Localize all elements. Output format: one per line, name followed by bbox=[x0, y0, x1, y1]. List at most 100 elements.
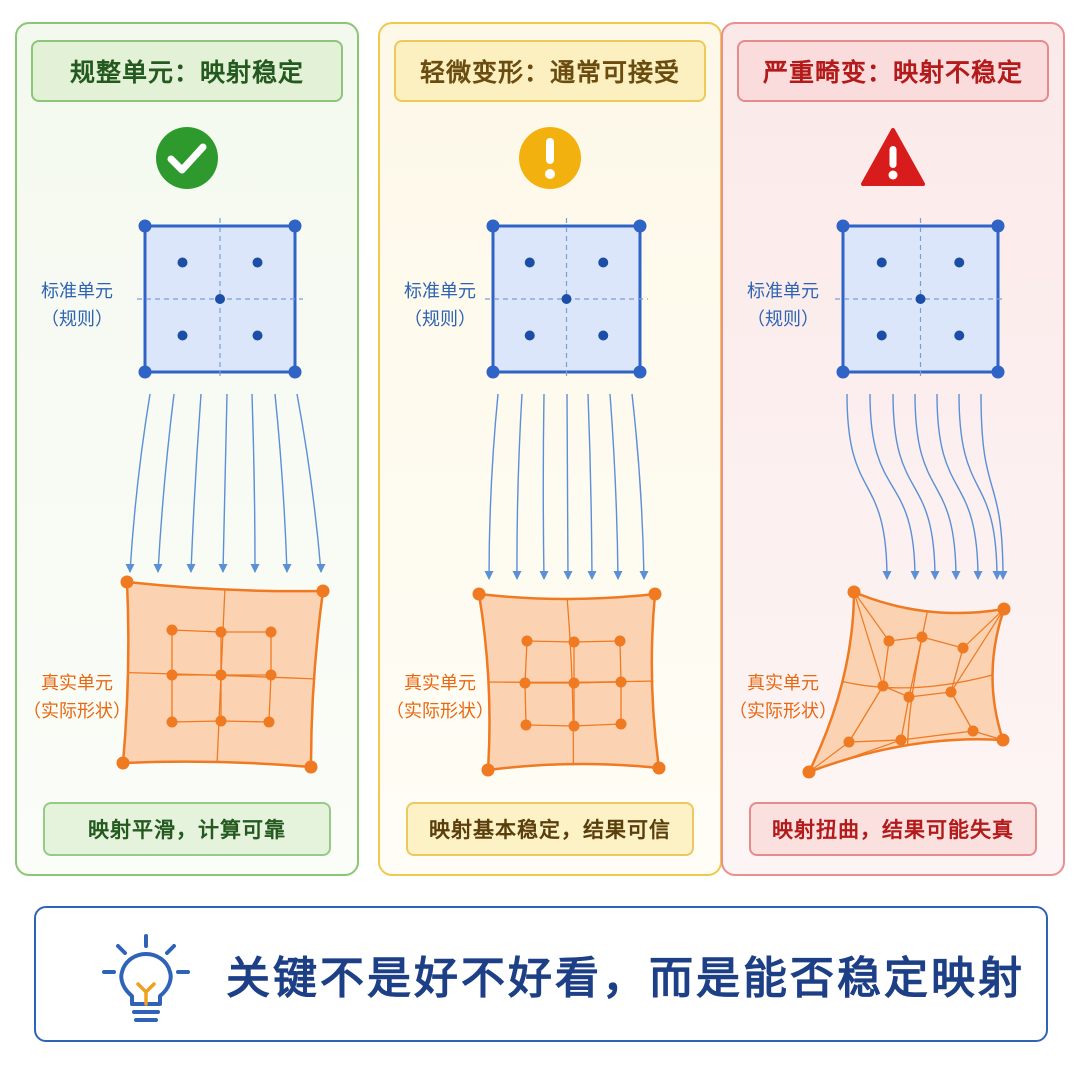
real-corner-node bbox=[120, 575, 134, 589]
mapping-arrow bbox=[587, 393, 593, 580]
real-grid-line bbox=[808, 739, 902, 773]
real-integration-point bbox=[166, 716, 178, 728]
corner-node bbox=[991, 219, 1005, 233]
arrow-head bbox=[639, 571, 649, 580]
arrow-head bbox=[282, 564, 292, 573]
real-integration-point bbox=[967, 725, 979, 737]
integration-point bbox=[876, 330, 887, 341]
integration-point bbox=[876, 257, 887, 268]
mapping-arrow bbox=[488, 393, 499, 580]
mapping-diagram bbox=[802, 218, 1011, 779]
panel-title: 严重畸变：映射不稳定 bbox=[737, 40, 1049, 102]
arrow-head bbox=[998, 571, 1008, 580]
arrow-head bbox=[930, 571, 940, 580]
mapping-arrow bbox=[846, 393, 888, 580]
mapping-arrow bbox=[869, 393, 916, 580]
corner-node bbox=[633, 365, 647, 379]
corner-node bbox=[288, 219, 302, 233]
real-grid-line bbox=[962, 608, 1005, 649]
real-corner-node bbox=[996, 733, 1010, 747]
corner-node bbox=[138, 219, 152, 233]
mapping-diagram bbox=[116, 218, 330, 774]
real-integration-point bbox=[945, 686, 957, 698]
corner-node bbox=[138, 365, 152, 379]
corner-node bbox=[486, 365, 500, 379]
mapping-arrow bbox=[274, 393, 288, 573]
mapping-arrow bbox=[609, 393, 619, 580]
integration-point bbox=[252, 257, 263, 268]
integration-point bbox=[215, 294, 225, 304]
mapping-arrow bbox=[296, 393, 322, 573]
real-integration-point bbox=[215, 626, 227, 638]
arrow-head bbox=[316, 564, 326, 573]
real-integration-point bbox=[615, 676, 627, 688]
corner-node bbox=[288, 365, 302, 379]
real-integration-point bbox=[215, 669, 227, 681]
real-integration-point bbox=[265, 626, 277, 638]
integration-point bbox=[177, 257, 188, 268]
real-integration-point bbox=[895, 734, 907, 746]
real-grid-line bbox=[853, 591, 884, 687]
corner-node bbox=[633, 219, 647, 233]
mapping-arrow bbox=[222, 393, 228, 573]
mapping-arrow bbox=[251, 393, 256, 573]
real-integration-point bbox=[166, 624, 178, 636]
real-integration-point bbox=[519, 677, 531, 689]
real-element-label: 真实单元（实际形状） bbox=[729, 673, 837, 722]
real-corner-node bbox=[472, 587, 486, 601]
panel-title: 规整单元：映射稳定 bbox=[31, 40, 343, 102]
corner-node bbox=[991, 365, 1005, 379]
real-integration-point bbox=[215, 715, 227, 727]
mapping-arrow bbox=[542, 393, 545, 580]
arrow-head bbox=[951, 571, 961, 580]
mapping-arrow bbox=[631, 393, 645, 580]
real-integration-point bbox=[568, 720, 580, 732]
arrow-head bbox=[910, 571, 920, 580]
integration-point bbox=[524, 257, 535, 268]
real-integration-point bbox=[903, 691, 915, 703]
integration-point bbox=[915, 294, 926, 304]
real-integration-point bbox=[615, 718, 627, 730]
integration-point bbox=[524, 330, 535, 341]
panel-conclusion: 映射扭曲，结果可能失真 bbox=[749, 802, 1037, 856]
arrow-head bbox=[973, 571, 983, 580]
real-grid-line bbox=[808, 741, 850, 773]
arrow-head bbox=[125, 564, 135, 573]
real-integration-point bbox=[166, 669, 178, 681]
mapping-arrow bbox=[566, 393, 569, 580]
integration-point bbox=[561, 294, 572, 304]
corner-node bbox=[836, 365, 850, 379]
integration-point bbox=[954, 257, 965, 268]
real-integration-point bbox=[614, 635, 626, 647]
panel-conclusion: 映射平滑，计算可靠 bbox=[43, 802, 331, 856]
arrow-head bbox=[484, 571, 494, 580]
mapping-arrow bbox=[516, 393, 523, 580]
real-corner-node bbox=[997, 602, 1011, 616]
mapping-diagram bbox=[472, 218, 666, 777]
real-corner-node bbox=[652, 761, 666, 775]
arrow-head bbox=[250, 564, 260, 573]
arrow-head bbox=[613, 571, 623, 580]
integration-point bbox=[252, 330, 263, 341]
real-element-label: 真实单元（实际形状） bbox=[23, 673, 131, 722]
arrow-head bbox=[186, 564, 196, 573]
arrow-head bbox=[563, 571, 573, 580]
real-integration-point bbox=[568, 677, 580, 689]
corner-node bbox=[486, 219, 500, 233]
check-circle-icon bbox=[156, 127, 218, 189]
real-integration-point bbox=[877, 680, 889, 692]
real-integration-point bbox=[265, 669, 277, 681]
real-corner-node bbox=[648, 587, 662, 601]
panel-severe-distortion: 严重畸变：映射不稳定 标准单元（规则） 真实单元（实际形状） 映射扭曲，结果可能… bbox=[721, 22, 1065, 876]
real-grid-line bbox=[853, 591, 890, 642]
real-integration-point bbox=[883, 635, 895, 647]
real-integration-point bbox=[520, 719, 532, 731]
mapping-arrow bbox=[892, 393, 936, 580]
arrow-head bbox=[992, 571, 1002, 580]
real-integration-point bbox=[843, 736, 855, 748]
lightbulb-icon bbox=[102, 934, 190, 1022]
real-grid-line bbox=[950, 608, 1005, 693]
arrow-head bbox=[882, 571, 892, 580]
mapping-arrow bbox=[190, 393, 202, 573]
real-center-line bbox=[842, 674, 993, 689]
